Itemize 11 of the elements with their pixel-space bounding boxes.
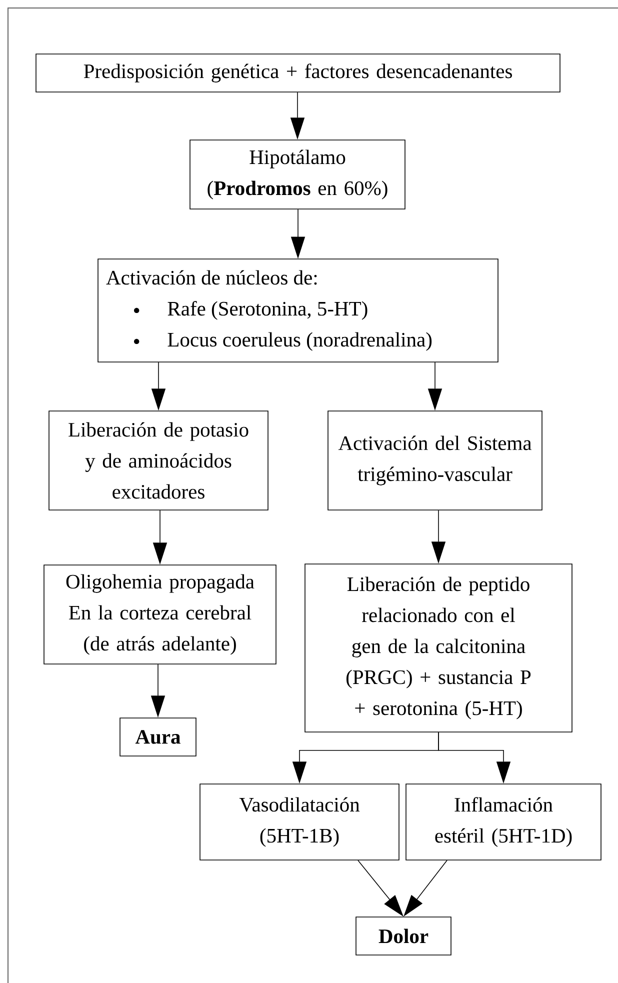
process-box: Hipotálamo (Prodromos en 60%) xyxy=(190,140,406,210)
process-box: Inflamación estéril (5HT-1D) xyxy=(406,784,602,860)
process-box: Activación de núcleos de: Rafe (Serotonina, 5-HT) Locus coeruleus (noradrenalina) xyxy=(98,258,498,362)
process-box: Dolor xyxy=(356,916,452,956)
process-box: Vasodilatación (5HT-1B) xyxy=(200,784,400,860)
process-box: Liberación de potasio y de aminoácidos excitadores xyxy=(48,410,268,510)
process-box: Liberación de peptido relacionado con el gen de la calcitonina (PRGC) + sustancia P + serotonina (5-HT) xyxy=(304,564,572,732)
process-box: Aura xyxy=(120,718,196,756)
process-box: Predisposición genética + factores desencadenantes xyxy=(36,54,560,92)
process-box: Activación del Sistema trigémino-vascular xyxy=(328,410,542,510)
process-box: Oligohemia propagada En la corteza cerebral (de atrás adelante) xyxy=(44,564,276,664)
